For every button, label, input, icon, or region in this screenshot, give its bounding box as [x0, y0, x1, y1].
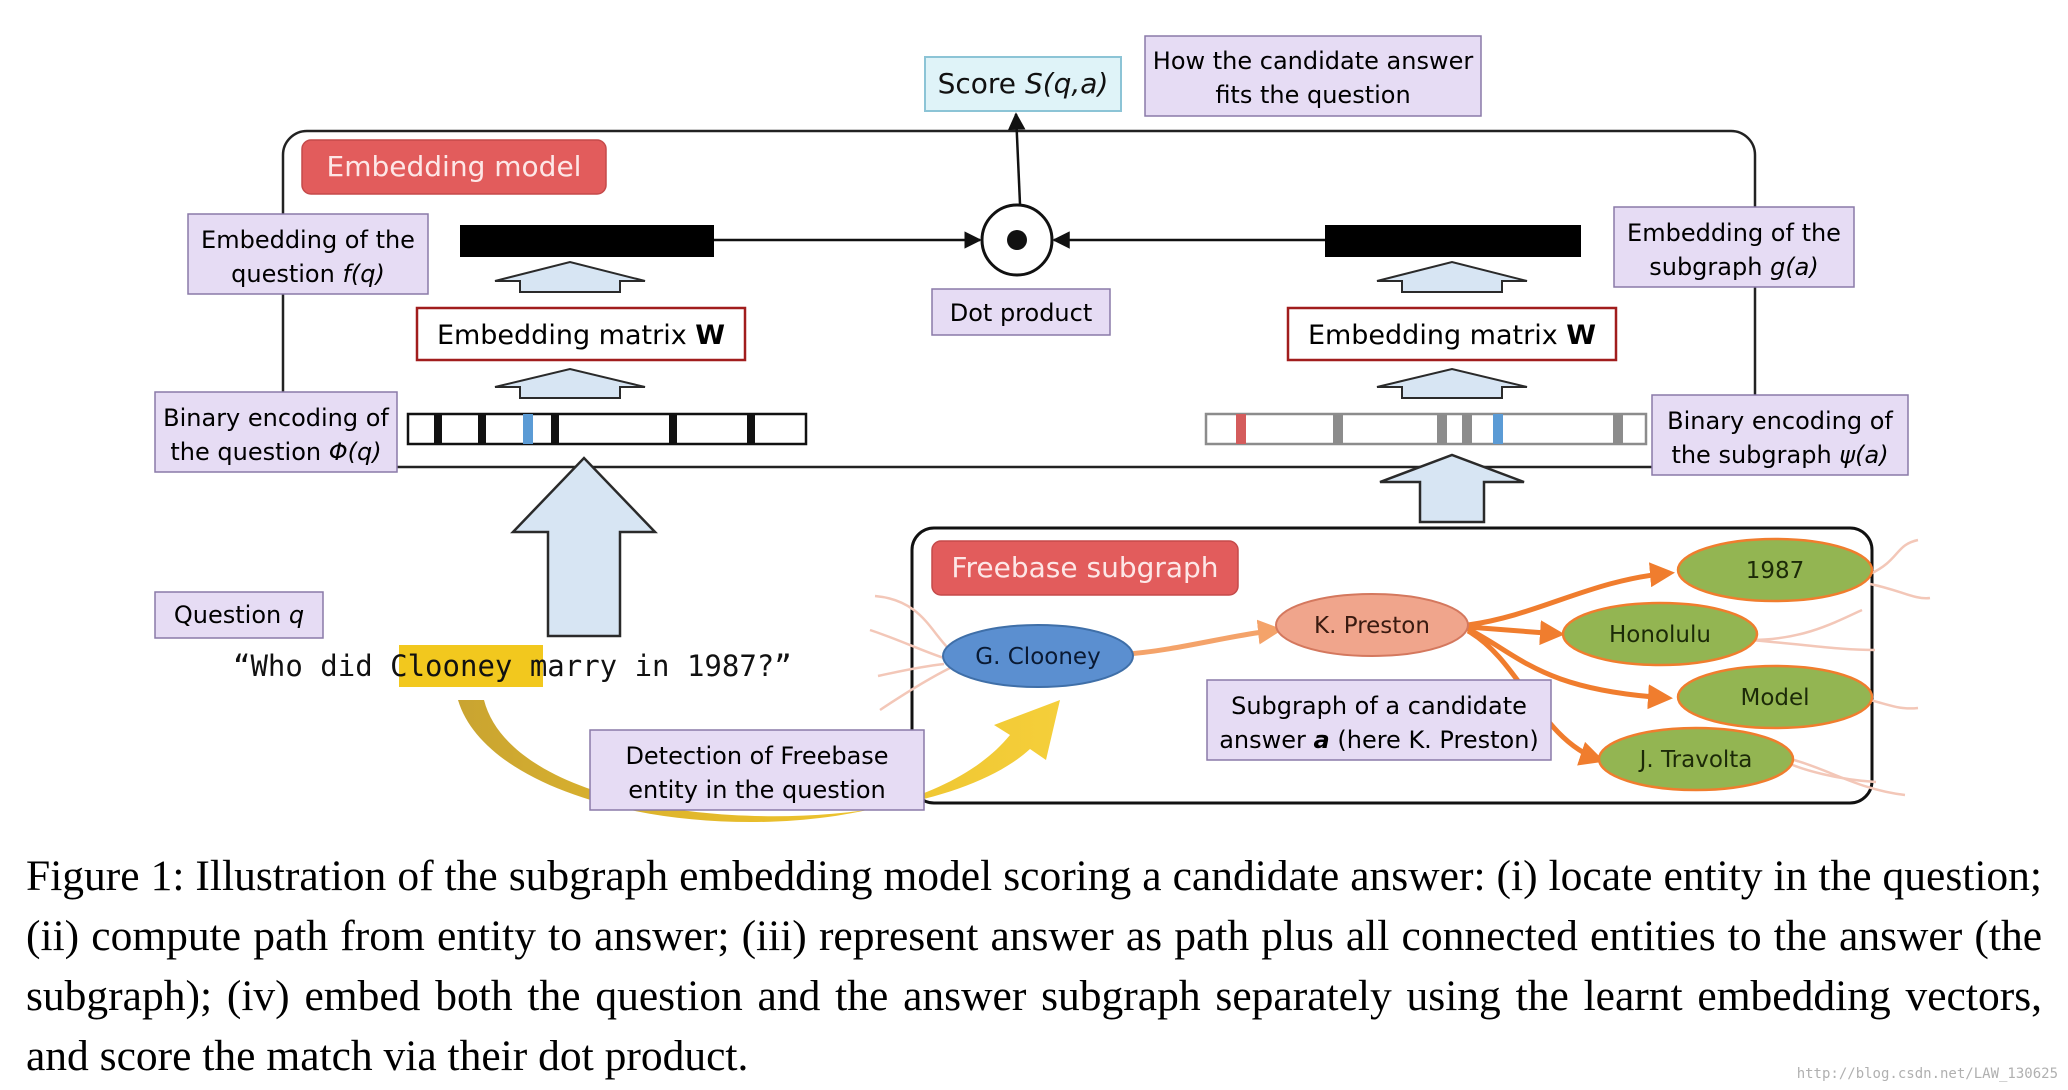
entity-g-clooney: G. Clooney — [942, 624, 1134, 688]
svg-text:Binary encoding of: Binary encoding of — [1667, 407, 1893, 435]
svg-text:Model: Model — [1740, 685, 1809, 711]
svg-text:K. Preston: K. Preston — [1314, 613, 1430, 639]
svg-text:1987: 1987 — [1746, 558, 1805, 584]
score-formula: S(q,a) — [1025, 67, 1108, 100]
entity-j-travolta: J. Travolta — [1597, 726, 1795, 792]
fit-line-1: How the candidate answer — [1153, 47, 1474, 75]
svg-text:Score S(q,a): Score S(q,a) — [938, 67, 1109, 100]
svg-text:the subgraph ψ(a): the subgraph ψ(a) — [1671, 441, 1888, 469]
svg-text:Question q: Question q — [174, 601, 304, 629]
svg-text:Binary encoding of: Binary encoding of — [163, 404, 389, 432]
subgraph-binary-vector — [1204, 412, 1648, 446]
question-label: Question q — [154, 591, 324, 639]
fit-line-2: fits the question — [1215, 81, 1410, 109]
svg-text:Embedding of the: Embedding of the — [201, 226, 415, 254]
svg-text:the question Φ(q): the question Φ(q) — [170, 438, 381, 466]
dot-product-label: Dot product — [931, 288, 1111, 336]
subgraph-embedding-bar — [1325, 225, 1581, 257]
svg-text:entity in the question: entity in the question — [628, 776, 886, 804]
svg-text:Embedding matrix W: Embedding matrix W — [437, 320, 725, 351]
embedding-model-title: Embedding model — [301, 139, 607, 195]
svg-text:answer a (here K. Preston): answer a (here K. Preston) — [1219, 726, 1539, 754]
left-upper-block-arrow — [494, 260, 646, 293]
svg-text:G. Clooney: G. Clooney — [975, 644, 1100, 670]
entity-honolulu: Honolulu — [1561, 601, 1759, 667]
subgraph-embedding-label: Embedding of the subgraph g(a) — [1613, 206, 1855, 288]
svg-text:Detection of Freebase: Detection of Freebase — [625, 742, 888, 770]
question-binary-encoding-label: Binary encoding of the question Φ(q) — [154, 391, 398, 473]
left-embedding-matrix: Embedding matrix W — [415, 306, 747, 362]
score-box: Score S(q,a) — [924, 56, 1122, 112]
question-binary-vector — [406, 412, 808, 446]
detection-label: Detection of Freebase entity in the ques… — [589, 729, 925, 811]
svg-text:Subgraph of a candidate: Subgraph of a candidate — [1231, 692, 1527, 720]
subgraph-embedding-diagram: Embedding model Score S(q,a) How the can… — [154, 35, 1931, 823]
subgraph-big-block-arrow — [1379, 453, 1525, 524]
entity-model: Model — [1676, 664, 1874, 730]
embedding-model-container — [281, 129, 1757, 469]
svg-text:Dot product: Dot product — [950, 299, 1093, 327]
svg-text:Embedding of the: Embedding of the — [1627, 219, 1841, 247]
fit-explanation-label: How the candidate answer fits the questi… — [1144, 35, 1482, 117]
question-embedding-bar — [460, 225, 714, 257]
svg-text:J. Travolta: J. Travolta — [1638, 747, 1753, 773]
right-embedding-matrix: Embedding matrix W — [1286, 306, 1618, 362]
subgraph-candidate-label: Subgraph of a candidate answer a (here K… — [1206, 679, 1552, 761]
svg-text:question f(q): question f(q) — [231, 260, 385, 288]
score-prefix: Score — [938, 67, 1025, 100]
right-upper-block-arrow — [1376, 260, 1528, 293]
svg-text:Honolulu: Honolulu — [1609, 622, 1711, 648]
question-big-block-arrow — [510, 456, 658, 638]
dot-product-node — [980, 203, 1054, 277]
question-embedding-label: Embedding of the question f(q) — [187, 213, 429, 295]
dot-to-score-arrow — [1007, 112, 1026, 205]
svg-text:subgraph g(a): subgraph g(a) — [1649, 253, 1819, 281]
embedding-model-title-text: Embedding model — [327, 150, 582, 183]
question-entity: Clooney — [390, 649, 512, 683]
context-edges — [869, 538, 1931, 797]
entity-k-preston: K. Preston — [1275, 593, 1469, 657]
question-text: “Who did Clooney marry in 1987?” — [233, 649, 792, 683]
entity-1987: 1987 — [1676, 537, 1874, 603]
left-lower-block-arrow — [494, 367, 646, 399]
watermark: http://blog.csdn.net/LAW_130625 — [1796, 1066, 2058, 1082]
figure-caption: Figure 1: Illustration of the subgraph e… — [26, 852, 2042, 1080]
freebase-subgraph-title: Freebase subgraph — [931, 540, 1239, 596]
entity-highlight — [399, 645, 543, 687]
svg-text:Freebase subgraph: Freebase subgraph — [951, 551, 1218, 584]
freebase-subgraph-container — [910, 526, 1874, 805]
subgraph-binary-encoding-label: Binary encoding of the subgraph ψ(a) — [1651, 394, 1909, 476]
svg-text:Embedding matrix W: Embedding matrix W — [1308, 320, 1596, 351]
right-lower-block-arrow — [1376, 367, 1528, 399]
